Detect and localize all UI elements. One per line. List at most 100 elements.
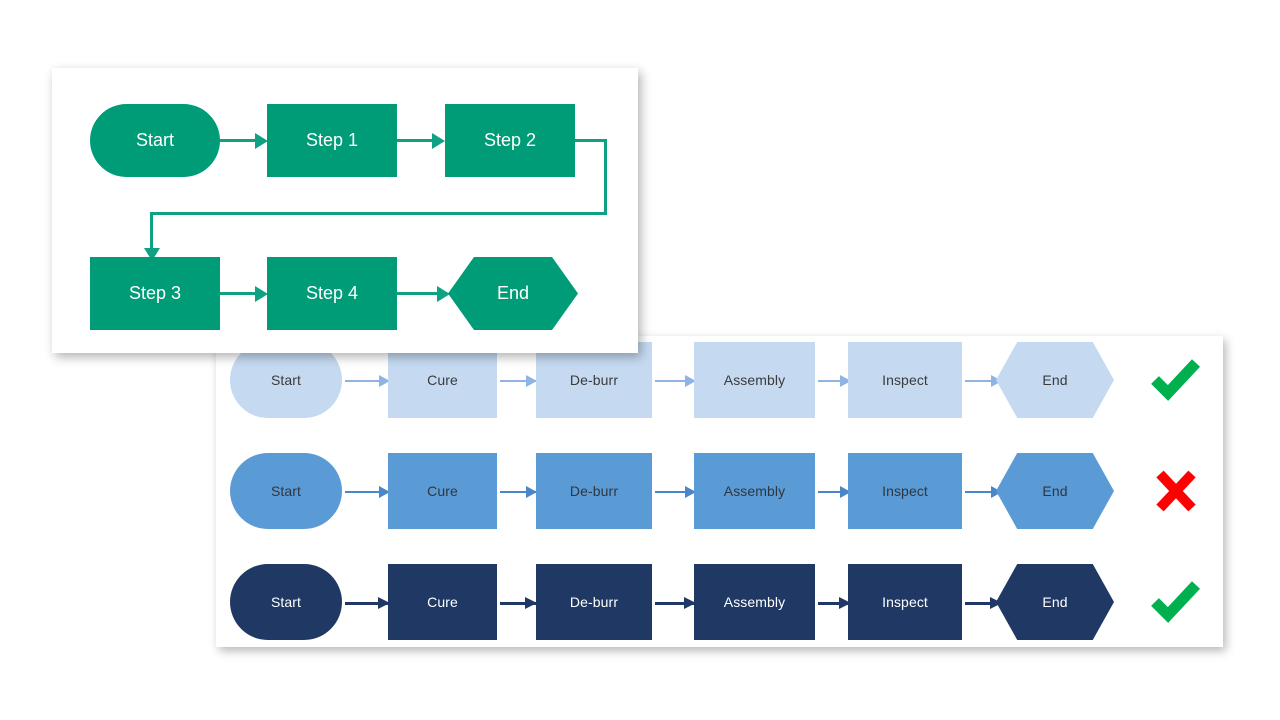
arrowhead-icon	[378, 597, 390, 609]
connector-line	[655, 602, 695, 605]
arrowhead-icon	[525, 597, 537, 609]
node-de-burr[interactable]: De-burr	[536, 453, 652, 529]
node-end[interactable]: End	[996, 564, 1114, 640]
connector-line	[345, 602, 389, 605]
connector-start-cure	[345, 597, 390, 609]
arrowhead-icon	[840, 375, 851, 387]
node-inspect[interactable]: Inspect	[848, 453, 962, 529]
connector-line	[345, 380, 389, 382]
connector-line	[345, 491, 389, 493]
node-de-burr[interactable]: De-burr	[536, 342, 652, 418]
node-label: De-burr	[569, 594, 619, 610]
node-label: Assembly	[723, 594, 786, 610]
connector-step1-step2	[397, 139, 434, 142]
elbow-seg-down-2	[150, 212, 153, 251]
connector-cure-deburr	[500, 375, 537, 387]
connector-assembly-inspect	[818, 486, 851, 498]
node-de-burr[interactable]: De-burr	[536, 564, 652, 640]
node-label: Cure	[427, 483, 458, 499]
connector-inspect-end	[965, 486, 1002, 498]
node-start[interactable]: Start	[230, 342, 342, 418]
connector-line	[818, 602, 850, 605]
node-step-3[interactable]: Step 3	[90, 257, 220, 330]
elbow-seg-down	[604, 139, 607, 214]
connector-inspect-end	[965, 597, 1002, 609]
connector-assembly-inspect	[818, 375, 851, 387]
arrowhead-icon	[432, 132, 445, 149]
arrowhead-icon	[685, 486, 696, 498]
connector-cure-deburr	[500, 597, 537, 609]
node-label: Assembly	[723, 483, 786, 499]
node-label: End	[1042, 483, 1068, 499]
connector-start-cure	[345, 486, 390, 498]
node-label: Inspect	[882, 372, 928, 388]
connector-start-step1	[220, 139, 258, 142]
verdict-cross-icon	[1147, 462, 1205, 520]
connector-line	[500, 602, 536, 605]
variant-row-dark: Start Cure De-burr Assembly Inspect End	[216, 564, 1223, 640]
connector-deburr-assembly	[655, 597, 696, 609]
node-label: Cure	[427, 372, 458, 388]
arrowhead-icon	[991, 375, 1002, 387]
node-step-2[interactable]: Step 2	[445, 104, 575, 177]
node-start[interactable]: Start	[230, 453, 342, 529]
node-label: Start	[270, 594, 302, 610]
node-label: End	[1042, 594, 1068, 610]
arrowhead-icon	[840, 486, 851, 498]
variant-row-medium: Start Cure De-burr Assembly Inspect End	[216, 453, 1223, 529]
connector-cure-deburr	[500, 486, 537, 498]
node-end[interactable]: End	[448, 257, 578, 330]
connector-deburr-assembly	[655, 375, 696, 387]
connector-deburr-assembly	[655, 486, 696, 498]
node-label: Inspect	[882, 483, 928, 499]
node-label: Step 3	[128, 283, 182, 303]
node-inspect[interactable]: Inspect	[848, 564, 962, 640]
node-step-4[interactable]: Step 4	[267, 257, 397, 330]
connector-line	[655, 491, 695, 493]
connector-step3-step4	[220, 292, 258, 295]
arrowhead-icon	[526, 486, 537, 498]
node-label: Step 2	[483, 130, 537, 150]
arrowhead-icon	[684, 597, 696, 609]
node-inspect[interactable]: Inspect	[848, 342, 962, 418]
node-label: Step 1	[305, 130, 359, 150]
node-assembly[interactable]: Assembly	[694, 453, 815, 529]
arrowhead-icon	[379, 375, 390, 387]
connector-step4-end	[397, 292, 441, 295]
node-end[interactable]: End	[996, 453, 1114, 529]
node-label: Step 4	[305, 283, 359, 303]
node-start[interactable]: Start	[90, 104, 220, 177]
node-label: Assembly	[723, 372, 786, 388]
connector-line	[500, 380, 536, 382]
node-label: End	[1042, 372, 1068, 388]
arrowhead-icon	[991, 486, 1002, 498]
arrowhead-icon	[685, 375, 696, 387]
arrowhead-icon	[526, 375, 537, 387]
connector-line	[818, 491, 850, 493]
connector-line	[965, 602, 1001, 605]
arrowhead-icon	[255, 285, 268, 302]
node-assembly[interactable]: Assembly	[694, 564, 815, 640]
node-step-1[interactable]: Step 1	[267, 104, 397, 177]
node-end[interactable]: End	[996, 342, 1114, 418]
arrowhead-icon	[379, 486, 390, 498]
node-label: Cure	[427, 594, 458, 610]
node-label: De-burr	[569, 372, 619, 388]
connector-line	[818, 380, 850, 382]
node-label: Start	[270, 483, 302, 499]
node-cure[interactable]: Cure	[388, 564, 497, 640]
node-label: De-burr	[569, 483, 619, 499]
node-assembly[interactable]: Assembly	[694, 342, 815, 418]
connector-assembly-inspect	[818, 597, 851, 609]
node-label: End	[496, 283, 530, 303]
connector-line	[965, 491, 1001, 493]
node-cure[interactable]: Cure	[388, 342, 497, 418]
node-label: Start	[270, 372, 302, 388]
connector-line	[965, 380, 1001, 382]
connector-line	[655, 380, 695, 382]
verdict-check-icon	[1147, 573, 1205, 631]
verdict-check-icon	[1147, 351, 1205, 409]
node-start[interactable]: Start	[230, 564, 342, 640]
node-cure[interactable]: Cure	[388, 453, 497, 529]
